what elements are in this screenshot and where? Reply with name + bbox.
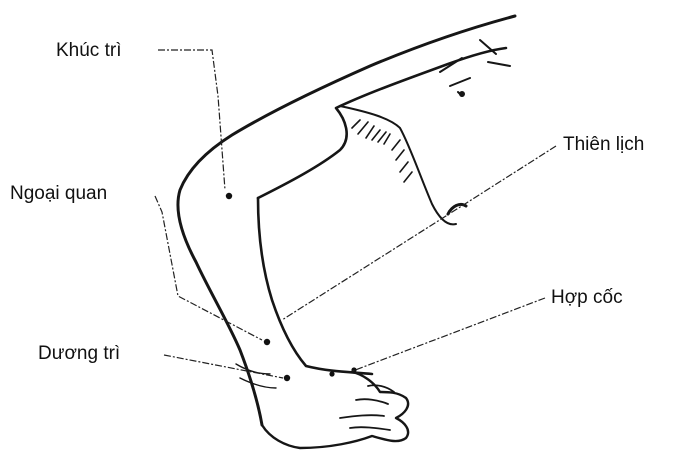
duong-tri-label: Dương trì — [38, 344, 120, 363]
khuc-tri-point — [226, 193, 232, 199]
top-detail-dot — [459, 91, 465, 97]
body-outline — [340, 106, 456, 224]
hop-coc-point — [329, 371, 334, 376]
duong-tri-leader — [164, 355, 283, 378]
hand-outline — [262, 372, 408, 448]
ngoai-quan-point — [264, 339, 270, 345]
khuc-tri-label: Khúc trì — [56, 41, 121, 60]
hop-coc-label: Hợp cốc — [551, 288, 623, 307]
ngoai-quan-label: Ngoại quan — [10, 184, 107, 203]
ngoai-quan-leader — [155, 196, 262, 340]
hop-coc-leader — [350, 298, 545, 372]
armpit-shading — [352, 120, 412, 182]
upper-arm-outline — [178, 16, 515, 425]
duong-tri-point — [284, 375, 290, 381]
forearm-outline — [258, 198, 372, 374]
thien-lich-label: Thiên lịch — [563, 135, 644, 154]
upper-arm-inner-outline — [258, 48, 506, 198]
